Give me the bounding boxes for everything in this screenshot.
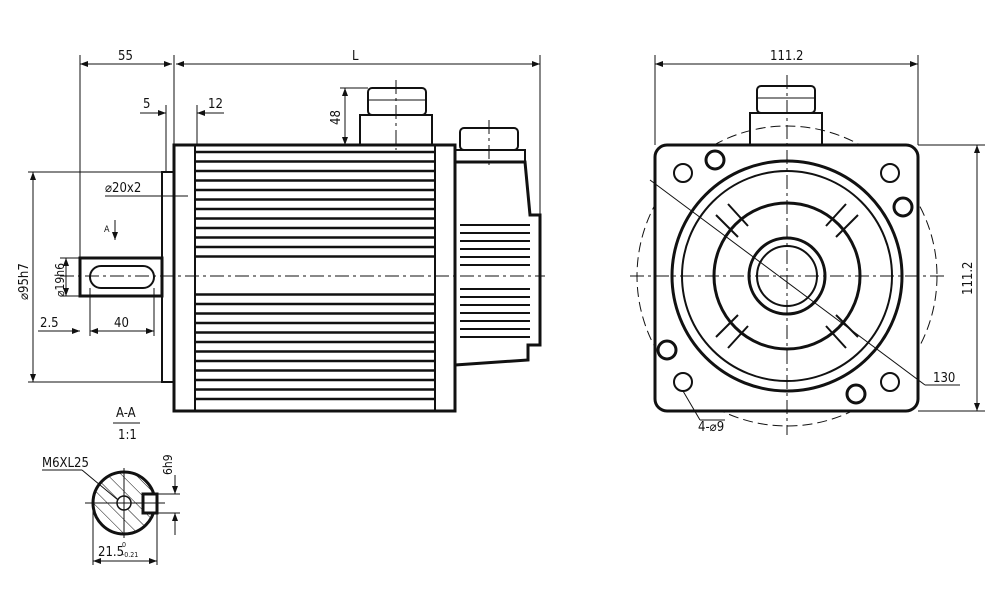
tol-lower: -0.21 (122, 551, 138, 559)
encoder-housing (454, 160, 542, 367)
key-width: 6h9 (161, 454, 175, 475)
dim-pilot: ⌀95h7 (17, 263, 32, 300)
thread-label: M6XL25 (42, 456, 89, 471)
section-title: A-A (116, 406, 136, 421)
dim-shaft-dia: ⌀19h6 (53, 263, 67, 297)
front-connector (749, 85, 823, 146)
section-a-a: A-A 1:1 M6XL25 6h9 21.5 0 -0.21 (42, 406, 180, 565)
section-scale: 1:1 (118, 428, 137, 443)
front-view: 130 111.2 111.2 4-⌀9 (630, 49, 985, 435)
dim-5: 5 (143, 97, 150, 112)
dim-48: 48 (329, 110, 344, 125)
power-connector (359, 80, 433, 150)
cooling-fins (195, 150, 435, 401)
dim-holes: 4-⌀9 (698, 420, 724, 435)
dim-55: 55 (118, 49, 133, 64)
key-depth: 21.5 (98, 545, 124, 560)
dim-2.5: 2.5 (40, 316, 59, 331)
dim-12: 12 (208, 97, 223, 112)
flange-pilot (161, 171, 175, 383)
dim-L: L (352, 49, 359, 64)
ribs (715, 203, 859, 349)
section-marker-A: A (104, 225, 110, 235)
shaft (78, 256, 164, 298)
dim-pcd: 130 (933, 371, 955, 386)
keyway (89, 265, 155, 289)
pcd-leader (649, 179, 926, 386)
encoder-connector (454, 120, 526, 165)
dim-height: 111.2 (961, 262, 976, 295)
encoder-fins (460, 224, 530, 338)
dim-undercut: ⌀20x2 (105, 181, 141, 196)
tol-upper: 0 (122, 541, 126, 549)
side-view: 55 L 5 12 48 ⌀20x2 A ⌀95h7 ⌀19h6 2.5 40 (17, 49, 545, 413)
dim-width: 111.2 (770, 49, 803, 64)
dim-40: 40 (114, 316, 129, 331)
